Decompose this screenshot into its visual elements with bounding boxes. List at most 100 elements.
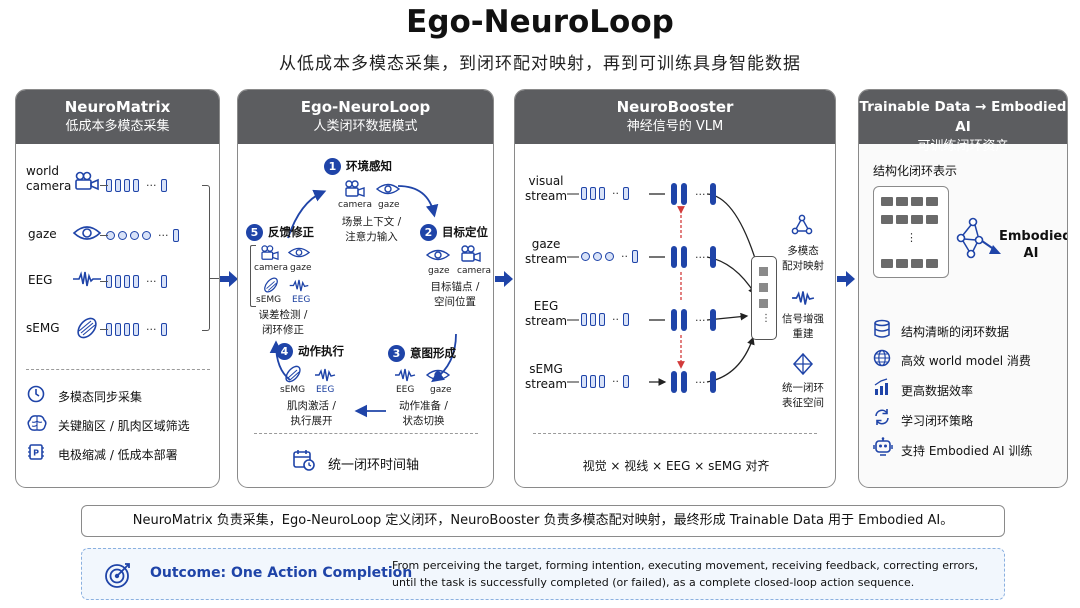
encoder-tokens: ··· [671, 309, 720, 331]
icon-caption: sEMG [280, 385, 306, 395]
icon-caption: gaze [428, 266, 450, 276]
step-icon-box [250, 245, 256, 307]
signal-sequence: ··· [100, 178, 170, 192]
stream-label-visual: visual stream [525, 174, 568, 203]
feature-text: 结构清晰的闭环数据 [901, 325, 1010, 339]
stream-label-world-camera: world camera [26, 164, 72, 193]
panel-title: Ego-NeuroLoop [300, 98, 431, 116]
stream-label-gaze: gaze stream [525, 237, 568, 266]
icon-caption: EEG [396, 385, 415, 395]
signal-sequence: ··· [100, 274, 170, 288]
target-icon [105, 563, 130, 588]
graph-network-icon [956, 217, 1001, 259]
feature-text: 关键脑区 / 肌肉区域筛选 [58, 419, 190, 433]
robot-icon [873, 437, 893, 456]
loop-arrows [269, 185, 457, 418]
brain-icon [27, 415, 47, 431]
fusion-stack: ⋮ [751, 256, 777, 340]
feature-text: 学习闭环策略 [901, 414, 974, 428]
camera-icon [345, 180, 365, 197]
muscle-icon [77, 317, 97, 339]
calendar-icon [293, 450, 315, 471]
icon-caption: camera [457, 266, 491, 276]
step-title: 意图形成 [410, 346, 456, 360]
step-desc: 场景上下文 / 注意力输入 [341, 216, 402, 243]
panel-neuromatrix: NeuroMatrix 低成本多模态采集 world camera ··· ga… [15, 89, 220, 488]
loop-step-5: 5 反馈修正 [246, 224, 314, 241]
icon-caption: gaze [430, 385, 452, 395]
outcome-text: From perceiving the target, forming inte… [392, 559, 979, 589]
panel-neurobooster: NeuroBooster 神经信号的 VLM visual stream gaz… [514, 89, 836, 488]
stream-label-semg: sEMG stream [525, 362, 568, 391]
step-title: 环境感知 [346, 159, 392, 173]
step-title: 反馈修正 [268, 225, 314, 239]
chip-icon: P [28, 444, 44, 460]
cube-icon [792, 352, 814, 376]
stream-label-eeg: EEG stream [525, 299, 568, 328]
step-desc: 动作准备 / 状态切换 [399, 400, 448, 427]
output-label: 多模态 配对映射 [782, 245, 824, 272]
bracket-tail [210, 278, 219, 279]
panel-header: NeuroMatrix 低成本多模态采集 [16, 90, 219, 144]
panel-header: Ego-NeuroLoop 人类闭环数据模式 [238, 90, 493, 144]
stream-label-eeg: EEG [28, 273, 53, 287]
panel-subtitle: 神经信号的 VLM [626, 119, 724, 134]
bar-chart-icon [874, 378, 888, 395]
panel-header: Trainable Data → Embodied AI 可训练闭环资产 [859, 90, 1067, 154]
camera-icon [261, 245, 279, 261]
feature-text: 更高数据效率 [901, 384, 974, 398]
flow-arrow-icon [220, 271, 238, 287]
muscle-icon [264, 277, 278, 293]
waveform-icon [792, 291, 815, 305]
summary-box: NeuroMatrix 负责采集，Ego-NeuroLoop 定义闭环，Neur… [81, 505, 1005, 537]
timeline-label: 统一闭环时间轴 [328, 458, 420, 473]
step-number: 2 [420, 224, 437, 241]
outcome-title: Outcome: One Action Completion [150, 565, 413, 581]
panel-title: Trainable Data → Embodied AI [859, 99, 1067, 135]
icon-caption: camera [254, 263, 288, 273]
encoder-tokens: ··· [671, 371, 720, 393]
outcome-box: Outcome: One Action Completion From perc… [81, 548, 1005, 600]
step-number: 4 [276, 343, 293, 360]
signal-sequence: ··· [100, 322, 170, 336]
camera-icon [461, 245, 481, 262]
feature-text: 电极缩减 / 低成本部署 [58, 448, 178, 462]
feature-text: 支持 Embodied AI 训练 [901, 444, 1033, 458]
page-subtitle: 从低成本多模态采集，到闭环配对映射，再到可训练具身智能数据 [279, 54, 801, 74]
step-desc: 目标锚点 / 空间位置 [430, 281, 480, 308]
embodied-ai-label: Embodied AI [999, 229, 1068, 261]
panel-title: NeuroBooster [616, 98, 734, 116]
eye-icon [426, 369, 450, 381]
panel-header: NeuroBooster 神经信号的 VLM [515, 90, 835, 144]
output-label: 信号增强 重建 [782, 313, 824, 340]
waveform-icon [315, 368, 336, 382]
alignment-label: 视觉 × 视线 × EEG × sEMG 对齐 [582, 459, 770, 473]
icon-caption: gaze [290, 263, 312, 273]
divider [26, 369, 210, 370]
icon-caption: EEG [316, 385, 335, 395]
panel-title: NeuroMatrix [64, 98, 171, 116]
structured-matrix: ⋮ [873, 186, 949, 278]
icon-caption: gaze [378, 200, 400, 210]
step-title: 动作执行 [298, 344, 344, 358]
stream-label-semg: sEMG [26, 321, 60, 335]
signal-sequence: ·· [581, 312, 632, 326]
icon-caption: sEMG [256, 295, 282, 305]
waveform-icon [395, 368, 416, 382]
muscle-icon [285, 365, 301, 383]
encoder-tokens: ··· [671, 246, 720, 268]
eye-icon [426, 249, 450, 261]
panel-subtitle: 人类闭环数据模式 [313, 119, 418, 134]
svg-text:P: P [33, 449, 39, 458]
waveform-icon [289, 279, 309, 292]
feature-text: 高效 world model 消费 [901, 354, 1031, 368]
structured-label: 结构化闭环表示 [873, 164, 958, 178]
divider [533, 433, 817, 434]
step-number: 5 [246, 224, 263, 241]
flow-arrow-icon [837, 271, 855, 287]
collection-bracket [202, 185, 210, 331]
